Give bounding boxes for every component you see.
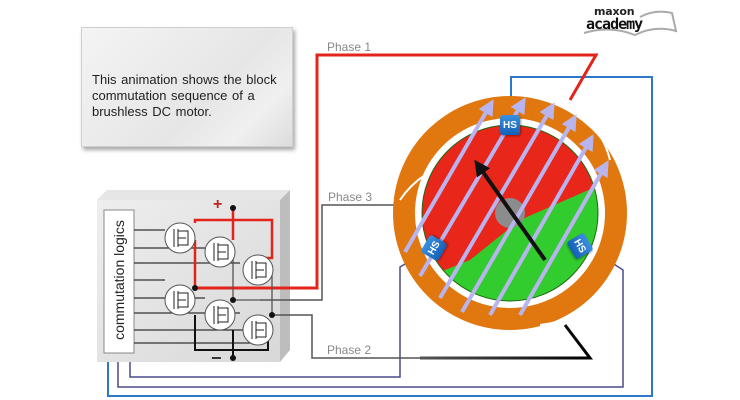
minus-sign: − <box>211 348 222 368</box>
motor <box>393 96 627 330</box>
mosfet-low-1 <box>164 284 196 316</box>
commutation-logics-block: commutation logics <box>107 205 131 355</box>
plus-sign: + <box>213 196 223 213</box>
rotor-arrow <box>474 159 547 262</box>
sensor-wire-top <box>107 76 653 397</box>
minus-node <box>230 355 236 361</box>
phase1-label: Phase 1 <box>327 40 372 54</box>
negative-bus <box>194 315 269 358</box>
phase3-label: Phase 3 <box>328 190 373 204</box>
sensor-wire-right <box>117 254 624 388</box>
mosfet-high-1 <box>164 222 196 254</box>
logo-text-academy: academy <box>586 15 643 33</box>
mosfet-high-2 <box>204 236 236 268</box>
hall-sensor-top: HS <box>500 115 520 135</box>
phase2-node <box>269 312 275 318</box>
mosfets <box>164 222 274 346</box>
logo-text-maxon: maxon <box>594 5 635 18</box>
phase3-node <box>230 297 236 303</box>
phase1-node <box>192 285 198 291</box>
info-box: This animation shows the block commutati… <box>81 27 293 147</box>
info-text: This animation shows the block commutati… <box>92 72 277 119</box>
maxon-academy-logo: maxon academy <box>580 3 680 39</box>
phase2-wire-gray <box>275 314 420 359</box>
book-icon <box>583 10 678 37</box>
phase2-wire-black <box>420 324 594 360</box>
mosfet-high-3 <box>242 254 274 286</box>
phase1-wire <box>195 53 599 290</box>
mosfet-low-3 <box>242 314 274 346</box>
mosfet-low-2 <box>204 299 236 331</box>
phase2-label: Phase 2 <box>327 343 372 357</box>
commutation-logics-label: commutation logics <box>111 220 128 340</box>
plus-node <box>230 205 236 211</box>
